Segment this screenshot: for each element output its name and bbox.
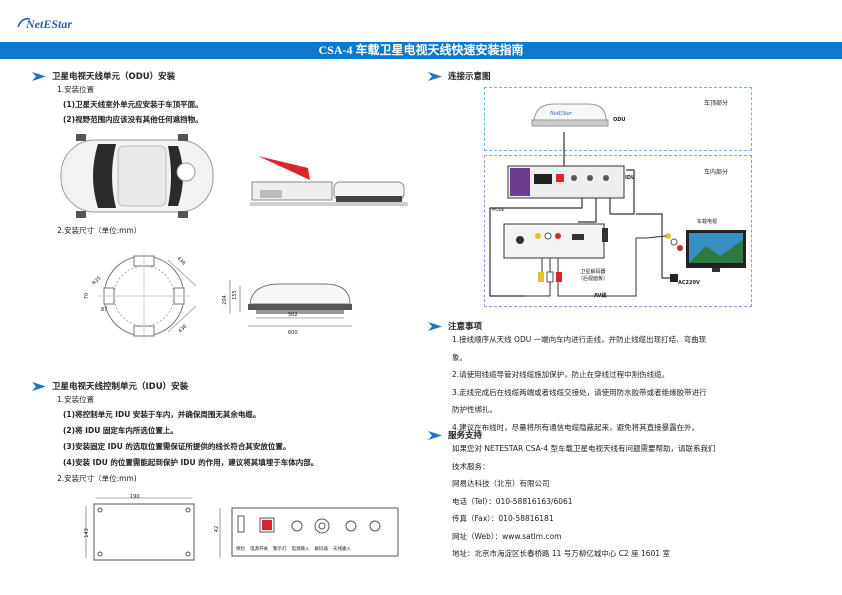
support-fax: 传真（Fax）：010-58816181 — [452, 514, 554, 523]
car-top-view-illustration — [60, 134, 214, 218]
decoder-label: 卫星解码器 （后视面板） — [578, 268, 608, 282]
support-list: 如果您对 NETESTAR CSA-4 型车载卫星电视天线有问题需要帮助，请联系… — [452, 440, 810, 563]
interior-section-label: 车内部分 — [704, 169, 729, 176]
odu-unit-illustration: NetEStar — [531, 103, 609, 127]
tv-label: 车载电视 — [697, 219, 718, 225]
idu-top-dimension-drawing — [85, 497, 195, 561]
dim-42-label: 42 — [214, 525, 221, 533]
note-line: 1.接线顺序从天线 ODU 一端向车内进行走线，并防止线缆出现打结、弯曲现 — [452, 335, 707, 344]
idu-line-4: (4)安装 IDU 的位置需能起到保护 IDU 的作用，建议将其填埋于车体内部。 — [63, 458, 319, 467]
odu-heading: 卫星电视天线单元（ODU）安装 — [32, 70, 175, 82]
svg-text:NetEStar: NetEStar — [549, 111, 573, 117]
dim-190-label: 190 — [130, 494, 140, 500]
dim-155-label: 155 — [231, 290, 238, 300]
arrow-right-icon — [428, 430, 442, 440]
notes-heading: 注意事项 — [428, 320, 482, 332]
idu-position-label: 1.安装位置 — [57, 395, 95, 404]
note-line: 4.建议在布线时，尽量将所有通信电缆隐蔽起来，避免将其直接暴露在外。 — [452, 422, 700, 432]
panel-label-power-input: 电源输入 — [291, 547, 310, 552]
odu-size-label: 2.安装尺寸（单位:mm） — [57, 226, 142, 235]
support-web[interactable]: 网址（Web）：www.satlm.com — [452, 531, 562, 541]
panel-label-warning-light: 警示灯 — [273, 547, 287, 552]
note-line: 象。 — [452, 352, 467, 362]
dim-70-label: 70 — [84, 292, 91, 300]
dim-600-label: 600 — [288, 330, 298, 336]
idu-front-panel-drawing — [219, 507, 399, 558]
idu-size-label: 2.安装尺寸（单位:mm) — [57, 474, 137, 483]
wiring-diagram — [489, 132, 746, 297]
page-title: CSA-4 车载卫星电视天线快速安装指南 — [0, 42, 842, 59]
roof-section-label: 车顶部分 — [704, 100, 729, 107]
odu-side-dimension-drawing — [229, 280, 352, 327]
panel-label-antenna-input: 天线输入 — [333, 547, 351, 552]
av-cable-label: AV线 — [594, 293, 607, 299]
idu-heading-text: 卫星电视天线控制单元（IDU）安装 — [52, 382, 189, 392]
idu-line-3: (3)安装固定 IDU 的选取位置需保证所提供的线长符合其安放位置。 — [63, 442, 291, 451]
decoder-label-line-2: （后视面板） — [578, 276, 609, 282]
roof-section-box — [484, 87, 752, 151]
dim-502-label: 502 — [288, 312, 298, 318]
dim-143-label: 143 — [83, 528, 90, 538]
idu-label: IDU — [625, 175, 636, 181]
note-line: 防护性绑扎。 — [452, 405, 497, 414]
support-line: 如果您对 NETESTAR CSA-4 型车载卫星电视天线有问题需要帮助，请联系… — [452, 444, 716, 453]
vehicle-interior-box — [484, 155, 752, 307]
note-line: 2.请使用线缆导管对线缆施加保护，防止在穿线过程中割伤线缆。 — [452, 370, 670, 379]
odu-line-2: (2)视野范围内应该没有其他任何遮挡物。 — [63, 115, 203, 124]
odu-heading-text: 卫星电视天线单元（ODU）安装 — [52, 72, 176, 82]
notes-heading-text: 注意事项 — [448, 322, 483, 332]
support-line: 技术服务： — [452, 461, 490, 471]
panel-label-fuse: 保险 — [236, 547, 245, 552]
connect-heading-text: 连接示意图 — [448, 72, 491, 82]
idu-panel-labels: 保险 电源开关 警示灯 电源输入 解码器 天线输入 — [236, 546, 351, 552]
support-heading-text: 服务支持 — [448, 431, 483, 441]
idu-line-2: (2)将 IDU 固定车内所选位置上。 — [63, 426, 178, 435]
odu-top-dimension-drawing — [98, 252, 197, 340]
panel-label-power-switch: 电源开关 — [250, 547, 268, 552]
decoder-label-line-1: 卫星解码器 — [580, 269, 606, 275]
logo-swoosh-icon — [17, 17, 31, 28]
antenna-line-of-sight-illustration — [250, 156, 408, 206]
dim-204-label: 204 — [221, 295, 228, 305]
arrow-right-icon — [428, 321, 442, 331]
notes-list: 1.接线顺序从天线 ODU 一端向车内进行走线，并防止线缆出现打结、弯曲现 象。… — [452, 331, 810, 436]
logo-text: NetEStar — [26, 16, 73, 31]
arrow-right-icon — [428, 71, 442, 81]
idu-heading: 卫星电视天线控制单元（IDU）安装 — [32, 380, 188, 392]
support-company: 网易达科技（北京）有限公司 — [452, 479, 550, 488]
ac220v-label: AC220V — [678, 280, 700, 286]
arrow-right-icon — [32, 71, 46, 81]
connect-heading: 连接示意图 — [428, 70, 491, 82]
odu-position-label: 1.安装位置 — [57, 85, 95, 94]
idu-line-1: (1)将控制单元 IDU 安装于车内，并确保周围无其余电缆。 — [63, 410, 261, 419]
dim-87-label: 87 — [101, 307, 108, 313]
panel-label-decoder: 解码器 — [314, 547, 329, 552]
support-tel: 电话（Tel）：010-58816163/6061 — [452, 496, 573, 506]
netestar-logo: NetEStar — [17, 14, 72, 34]
arrow-right-icon — [32, 381, 46, 391]
support-heading: 服务支持 — [428, 429, 482, 441]
note-line: 3.走线完成后在线缆两端或者线缆交接处，请使用防水胶带或者绝缘胶带进行 — [452, 387, 707, 397]
support-address: 地址：北京市海淀区长春桥路 11 号万柳亿城中心 C2 座 1601 室 — [452, 549, 670, 558]
odu-line-1: (1)卫星天线室外单元应安装于车顶平面。 — [63, 100, 203, 109]
mode-label: MODE — [492, 207, 505, 212]
odu-label: ODU — [613, 117, 626, 123]
